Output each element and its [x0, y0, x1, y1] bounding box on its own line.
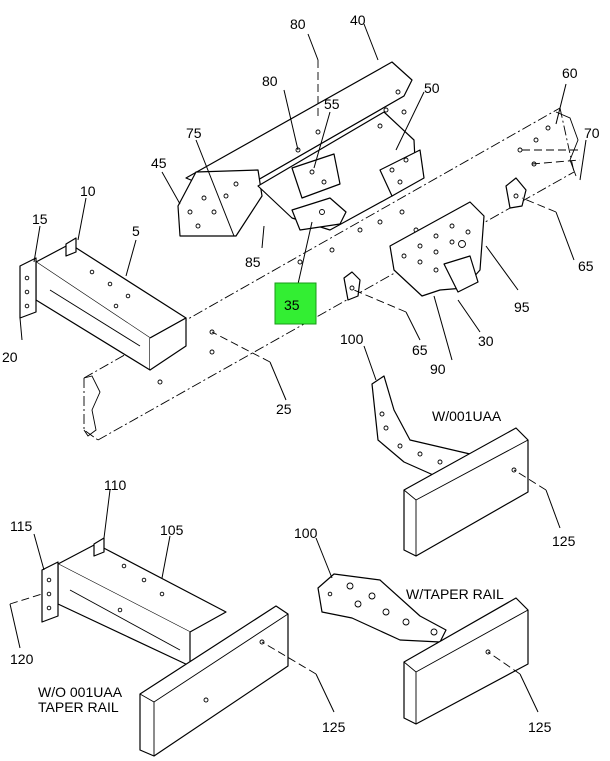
- callout-80-mid[interactable]: 80: [262, 73, 278, 89]
- callout-55[interactable]: 55: [324, 96, 340, 112]
- callout-105[interactable]: 105: [160, 522, 184, 538]
- callout-5[interactable]: 5: [132, 223, 140, 239]
- lower-left-leaders: [9, 489, 335, 713]
- callout-75[interactable]: 75: [186, 125, 202, 141]
- callout-100-upper[interactable]: 100: [340, 331, 364, 347]
- taper-rail: [403, 597, 529, 725]
- callout-30[interactable]: 30: [478, 333, 494, 349]
- note-w-taper-rail: W/TAPER RAIL: [406, 586, 504, 602]
- callout-100-lower[interactable]: 100: [294, 525, 318, 541]
- rail-wo001uaa: [139, 605, 289, 757]
- leader-100b: [315, 537, 333, 579]
- clip-65-left: [343, 271, 361, 301]
- callout-10[interactable]: 10: [80, 183, 96, 199]
- note-wo-001uaa: W/O 001UAA: [38, 684, 123, 700]
- dash-125a: [513, 469, 547, 491]
- callout-85[interactable]: 85: [245, 254, 261, 270]
- dash-125c: [487, 651, 521, 675]
- callout-90[interactable]: 90: [430, 361, 446, 377]
- bracket-90: [389, 201, 485, 297]
- callout-70[interactable]: 70: [584, 125, 600, 141]
- callout-110[interactable]: 110: [104, 477, 127, 493]
- w001uaa-rail: [403, 427, 529, 557]
- leader-100a: [363, 345, 377, 381]
- callout-60[interactable]: 60: [562, 65, 578, 81]
- note-w001uaa: W/001UAA: [432, 408, 502, 424]
- callout-80-top[interactable]: 80: [290, 16, 306, 32]
- taper-rail-bracket: [317, 573, 447, 643]
- upper-leaders: [19, 23, 587, 401]
- callout-125-upper[interactable]: 125: [552, 533, 576, 549]
- note-taper-rail: TAPER RAIL: [38, 699, 119, 715]
- gusset-assembly: [177, 61, 425, 237]
- callout-115[interactable]: 115: [10, 518, 33, 534]
- leader-125a: [545, 489, 561, 529]
- callout-65-right[interactable]: 65: [578, 258, 594, 274]
- bolt-70-b: [531, 159, 581, 165]
- callout-40[interactable]: 40: [350, 12, 366, 28]
- callout-45[interactable]: 45: [151, 155, 167, 171]
- highlight-box-35[interactable]: [274, 282, 317, 325]
- callout-95[interactable]: 95: [514, 299, 530, 315]
- clip-65-right: [505, 177, 527, 209]
- callout-35[interactable]: 35: [284, 297, 300, 313]
- callout-20[interactable]: 20: [2, 349, 18, 365]
- callout-125-lower-left[interactable]: 125: [322, 719, 346, 735]
- callout-50[interactable]: 50: [424, 80, 440, 96]
- callout-125-lower-right[interactable]: 125: [528, 719, 552, 735]
- crossmember-5: [19, 237, 187, 371]
- crossmember-105: [41, 537, 227, 667]
- frame-rail: [83, 107, 579, 441]
- leader-125c: [519, 673, 539, 713]
- callout-15[interactable]: 15: [32, 211, 48, 227]
- callout-65-left[interactable]: 65: [412, 342, 428, 358]
- callout-120[interactable]: 120: [10, 651, 34, 667]
- callout-25[interactable]: 25: [276, 401, 292, 417]
